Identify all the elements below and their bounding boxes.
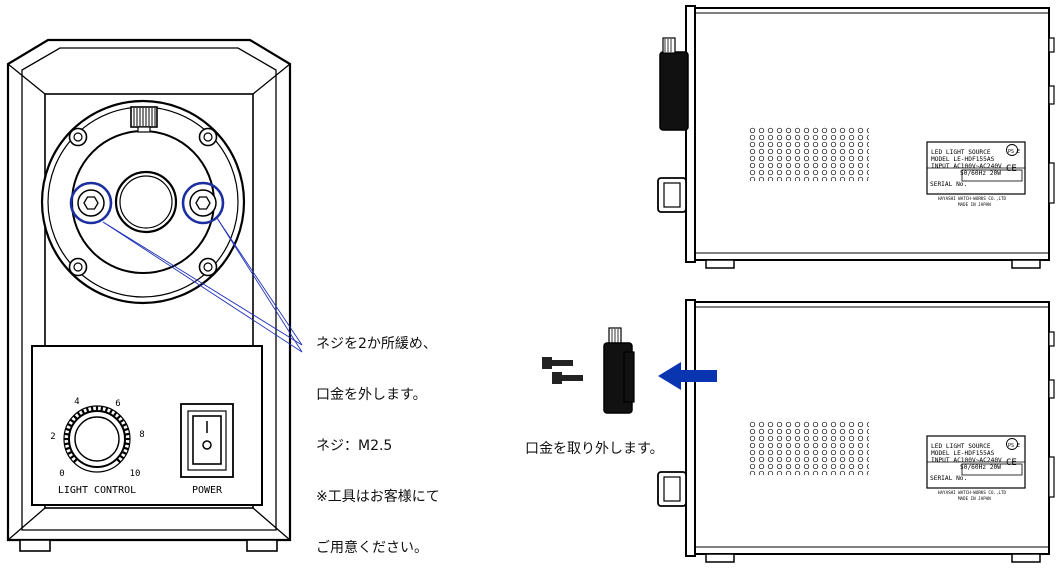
nameplate-line2-b: MODEL LE-HDF155AS	[931, 450, 995, 457]
dial-tick-0: 0	[59, 469, 64, 479]
side-view-top	[657, 5, 1055, 269]
instruction-line4: ※工具はお客様にて	[316, 489, 440, 505]
dial-tick-8: 8	[139, 430, 144, 440]
set-screw-knob	[130, 106, 158, 133]
light-guide-port	[114, 170, 178, 234]
light-control-knob[interactable]	[63, 405, 131, 473]
removed-screw-1	[542, 357, 573, 369]
instruction-text: ネジを2か所緩め、 口金を外します。 ネジ：M2.5 ※工具はお客様にて ご用意…	[316, 302, 486, 574]
serial-label-b: SERIAL No.	[930, 475, 967, 482]
light-control-label: LIGHT CONTROL	[58, 485, 136, 496]
nameplate-line3: INPUT AC100V~AC240V	[931, 163, 1002, 170]
dial-tick-6: 6	[115, 399, 120, 409]
origin-label: MADE IN JAPAN	[958, 202, 991, 207]
power-label: POWER	[192, 485, 223, 496]
instruction-line1: ネジを2か所緩め、	[316, 336, 437, 352]
dial-tick-4: 4	[74, 397, 79, 407]
removal-arrow	[658, 362, 717, 390]
instruction-line5: ご用意ください。	[316, 540, 428, 556]
hex-screw-left	[77, 189, 105, 217]
highlight-circle-right	[181, 181, 225, 225]
ce-mark-b: CE	[1006, 458, 1017, 468]
pse-mark-b: PS E	[1008, 443, 1020, 449]
mounted-nozzle	[659, 51, 689, 131]
maker-label-b: HAYASHI WATCH-WORKS CO.,LTD	[938, 490, 1007, 495]
nameplate-line1-b: LED LIGHT SOURCE	[931, 443, 991, 450]
removed-nozzle	[603, 327, 635, 414]
front-view: 0 2 4 6 8 10 LIGHT CONTROL POWER	[6, 38, 303, 552]
dial-tick-2: 2	[50, 432, 55, 442]
maker-label: HAYASHI WATCH-WORKS CO.,LTD	[938, 196, 1007, 201]
power-switch[interactable]	[180, 403, 234, 478]
dial-tick-10: 10	[130, 469, 141, 479]
origin-label-b: MADE IN JAPAN	[958, 496, 991, 501]
serial-label: SERIAL No.	[930, 181, 967, 188]
nameplate-line1: LED LIGHT SOURCE	[931, 149, 991, 156]
pse-mark: PS E	[1008, 149, 1020, 155]
side-view-bottom	[657, 299, 1055, 563]
leader-lines	[102, 217, 303, 353]
ce-mark: CE	[1006, 164, 1017, 174]
mount-screw	[68, 127, 218, 277]
nameplate-line4-b: 50/60Hz 20W	[960, 464, 1001, 471]
hex-screw-right	[189, 189, 217, 217]
instruction-line3: ネジ：M2.5	[316, 438, 393, 454]
removed-screw-2	[552, 372, 583, 384]
instruction-line2: 口金を外します。	[316, 387, 427, 403]
nameplate-line4: 50/60Hz 20W	[960, 170, 1001, 177]
nameplate-line2: MODEL LE-HDF155AS	[931, 156, 995, 163]
nameplate-line3-b: INPUT AC100V~AC240V	[931, 457, 1002, 464]
highlight-circle-left	[69, 181, 113, 225]
remove-caption: 口金を取り外します。	[525, 441, 664, 457]
